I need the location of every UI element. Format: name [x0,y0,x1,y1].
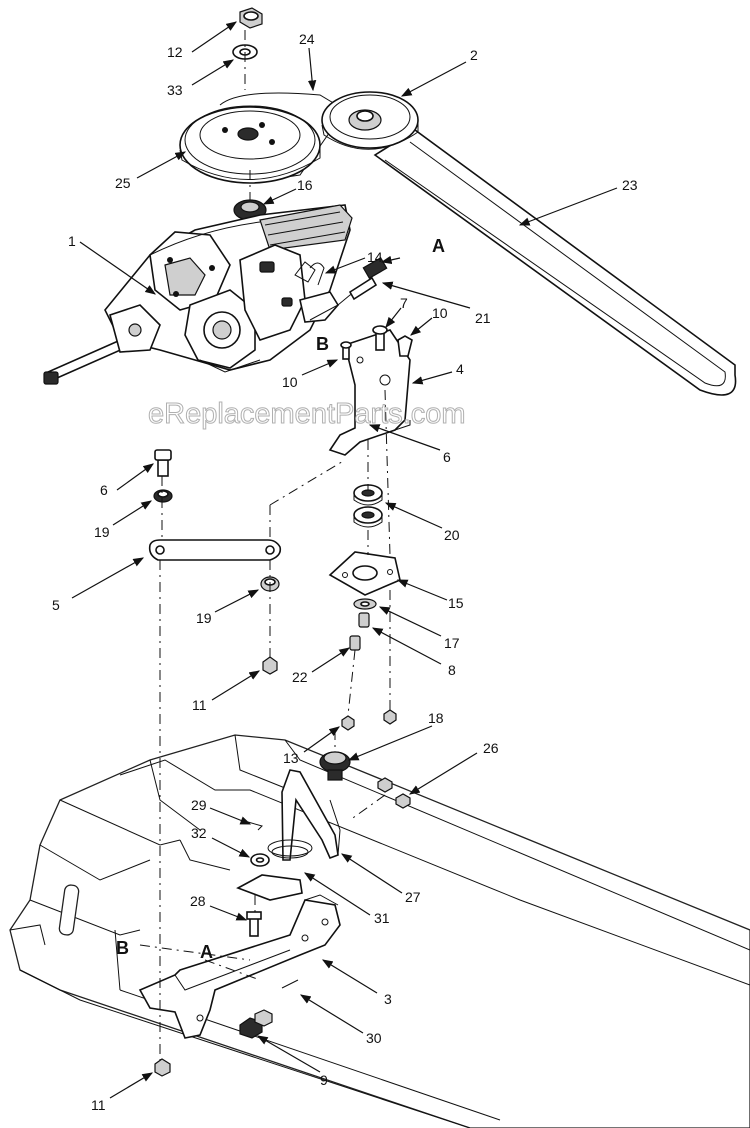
bolt-7 [372,325,388,351]
bracket-4 [328,329,411,456]
callout-12: 12 [167,44,183,60]
callout-24: 24 [299,31,315,47]
callout-32: 32 [191,825,207,841]
bolts-26 [377,777,411,809]
callout-3: 3 [384,991,392,1007]
callout-6-left: 6 [100,482,108,498]
spacer-8 [358,612,370,628]
knob-18 [319,751,351,781]
tractor-frame [9,734,750,1128]
callout-16: 16 [297,177,313,193]
bolt-10-right [397,335,413,357]
washer-32 [250,853,270,867]
leader-lines [71,21,618,1099]
callout-13: 13 [283,750,299,766]
belt-23 [209,92,737,396]
callout-14: 14 [367,249,383,265]
spring-31 [267,839,313,859]
callout-23: 23 [622,177,638,193]
callout-labels: 12 33 24 2 25 16 23 1 14 21 7 10 10 4 6 … [52,31,638,1113]
letter-a-bottom: A [200,942,213,962]
callout-4: 4 [456,361,464,377]
watermark-text: eReplacementParts.com [148,398,466,430]
callout-19-lower: 19 [196,610,212,626]
callout-28: 28 [190,893,206,909]
bracket-3 [138,894,341,1039]
callout-27: 27 [405,889,421,905]
callout-8: 8 [448,662,456,678]
shaft-22 [349,635,361,651]
bolt-6-left [154,449,172,477]
nut-19-top [153,489,173,503]
callout-30: 30 [366,1030,382,1046]
callout-17: 17 [444,635,460,651]
nut-12 [239,7,263,29]
callout-21: 21 [475,310,491,326]
small-pulley-2 [321,91,419,150]
callout-2: 2 [470,47,478,63]
callout-18: 18 [428,710,444,726]
callout-29: 29 [191,797,207,813]
bolt-10-left [340,341,352,360]
nut-right [383,709,397,725]
callout-20: 20 [444,527,460,543]
link-plate-5 [148,539,282,561]
cotter-29 [247,821,263,831]
callout-25: 25 [115,175,131,191]
shift-lever-27 [281,769,341,861]
nut-13 [341,715,355,731]
nut-9 [239,1009,273,1039]
letter-b-top: B [316,334,329,354]
reference-letters: A B B A [116,236,445,962]
letter-a-top: A [432,236,445,256]
nut-11-mid [262,656,278,675]
bushings-20 [353,484,383,528]
callout-11-bottom: 11 [91,1097,106,1113]
callout-15: 15 [448,595,464,611]
plate-31-lower [236,874,303,901]
letter-b-bottom: B [116,938,129,958]
callout-19-top: 19 [94,524,110,540]
washer-17 [353,598,377,610]
transaxle-1 [43,204,353,385]
pin-14 [309,262,325,286]
callout-22: 22 [292,669,308,685]
nut-11-bottom [154,1058,171,1077]
callout-10-right: 10 [432,305,448,321]
callout-31: 31 [374,910,390,926]
callout-11-mid: 11 [192,697,207,713]
callout-7: 7 [400,295,408,311]
callout-26: 26 [483,740,499,756]
callout-5: 5 [52,597,60,613]
plate-15 [328,551,401,596]
callout-33: 33 [167,82,183,98]
cotter-30 [281,979,299,989]
center-lines [139,30,391,1060]
callout-6-right: 6 [443,449,451,465]
callout-10-left: 10 [282,374,298,390]
callout-9: 9 [320,1072,328,1088]
callout-1: 1 [68,233,76,249]
